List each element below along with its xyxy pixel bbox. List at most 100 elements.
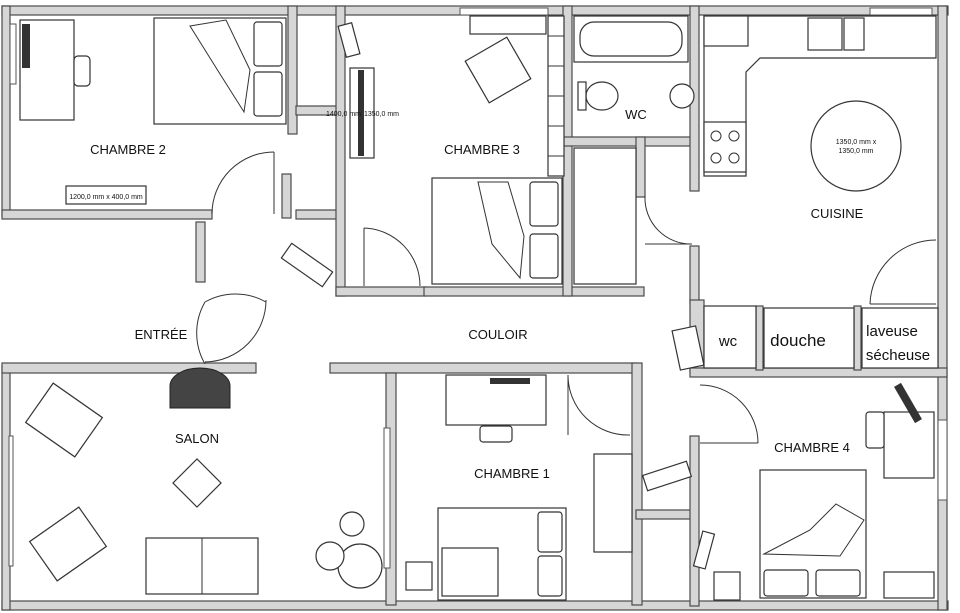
- window-salon-divider: [383, 427, 391, 569]
- wall-salon-top-right: [329, 362, 637, 374]
- window-salon-left: [8, 435, 14, 567]
- doors: [196, 21, 937, 570]
- wall-ch2-bottom: [1, 209, 213, 220]
- kitchen-sink: [807, 17, 843, 51]
- outer-wall-right: [937, 5, 948, 611]
- wall-ch3-bottom-left: [335, 286, 427, 297]
- label-secheuse: sécheuse: [866, 347, 930, 364]
- armchair-ch3: [464, 36, 532, 104]
- nightstand-ch4: [713, 571, 741, 601]
- pillow-ch4-a: [763, 569, 809, 597]
- pillow-ch3-b: [529, 233, 559, 279]
- label-wc-small: wc: [718, 333, 738, 350]
- wall-douche-left: [755, 305, 764, 371]
- label-entree: ENTRÉE: [135, 327, 188, 342]
- sink-wc: [669, 83, 695, 109]
- outer-wall-left-upper: [1, 5, 11, 217]
- windows: [8, 7, 948, 569]
- wardrobe-ch1: [593, 453, 633, 553]
- wall-entree-left: [195, 221, 206, 283]
- toilet-tank: [577, 81, 587, 111]
- dresser-ch4: [883, 571, 935, 599]
- wall-wc-bottom: [562, 136, 694, 147]
- door-ch3-small: [337, 21, 361, 59]
- door-ch1-arc: [567, 374, 631, 436]
- plant-salon-b: [315, 541, 345, 571]
- desk-ch4: [883, 411, 935, 479]
- laundry-room: [861, 307, 939, 369]
- label-chambre2: CHAMBRE 2: [90, 142, 166, 157]
- door-ch4-arc: [699, 384, 759, 444]
- label-salon: SALON: [175, 431, 219, 446]
- window-ch4-right: [937, 419, 948, 501]
- douche-room: [763, 307, 855, 369]
- label-chambre3: CHAMBRE 3: [444, 142, 520, 157]
- window-ch3-top: [459, 7, 549, 16]
- coffee-table-salon: [172, 458, 222, 508]
- wall-wc-door: [635, 136, 646, 198]
- label-douche: douche: [770, 331, 826, 350]
- plant-salon-c: [339, 511, 365, 537]
- shelf-ch3: [469, 15, 547, 35]
- wall-chambre4-top: [689, 367, 948, 378]
- pillow-ch3-a: [529, 181, 559, 227]
- closet-wc: [573, 147, 637, 285]
- table-dimension-line2: 1350,0 mm: [838, 148, 873, 155]
- door-kitchen-arc: [869, 239, 937, 305]
- wall-closet-ch1: [635, 509, 697, 520]
- door-ch2-arc: [211, 151, 275, 215]
- fireplace-salon: [169, 367, 231, 409]
- wall-ch2-bottom-right: [295, 209, 341, 220]
- pillow-ch1-a: [537, 511, 563, 553]
- outer-wall-bottom: [1, 600, 949, 611]
- pillow-ch1-b: [537, 555, 563, 597]
- armchair-salon-a: [24, 382, 104, 458]
- wall-ch3-left: [335, 5, 346, 297]
- desk-dim-box-ch2: [65, 185, 147, 205]
- closet-door-entree: [280, 242, 334, 288]
- wall-ch1-right: [631, 362, 643, 606]
- table-dimension-line1: 1350,0 mm x: [836, 139, 877, 146]
- furniture-chambre4: [713, 469, 935, 601]
- plant-salon: [337, 543, 383, 589]
- wall-laveuse-left: [853, 305, 862, 371]
- wall-ch2-right: [287, 5, 298, 135]
- room-labels: CHAMBRE 2 CHAMBRE 3 WC CUISINE ENTRÉE CO…: [90, 107, 930, 481]
- window-ch2-left: [9, 23, 17, 85]
- monitor-ch2: [22, 24, 30, 68]
- wc-small-room: [703, 305, 757, 369]
- wall-closet: [281, 173, 292, 219]
- dining-table: [810, 100, 902, 192]
- wall-ch4-left: [689, 435, 700, 607]
- fixtures-kitchen: 1350,0 mm x 1350,0 mm: [703, 15, 939, 479]
- door-entree-arc: [196, 301, 206, 365]
- desk-dimension-ch2: 1200,0 mm x 400,0 mm: [69, 194, 143, 201]
- label-wc-top: WC: [625, 107, 647, 122]
- wall-kitchen-left: [689, 245, 700, 305]
- blanket-ch2: [189, 19, 251, 114]
- label-cuisine: CUISINE: [811, 206, 864, 221]
- closet-door-ch1: [641, 460, 693, 492]
- pillow-ch2-a: [253, 21, 283, 67]
- chair-ch2: [73, 55, 91, 87]
- kitchen-counter: [703, 15, 937, 177]
- tv-ch3: [358, 70, 364, 156]
- label-couloir: COULOIR: [468, 327, 527, 342]
- nightstand-ch1: [405, 561, 433, 591]
- label-laveuse: laveuse: [866, 323, 918, 340]
- door-entree-arc2: [204, 299, 267, 363]
- tv-dimension-b: 1350,0 mm: [364, 111, 399, 118]
- tv-dimension-a: 1400,0 mm: [326, 111, 361, 118]
- chair-ch1: [479, 425, 513, 443]
- door-ch3-arc: [363, 227, 421, 287]
- blanket-ch4: [762, 503, 865, 557]
- label-chambre4: CHAMBRE 4: [774, 440, 850, 455]
- pillow-ch4-b: [815, 569, 861, 597]
- stove: [703, 121, 747, 173]
- monitor-ch4: [894, 382, 922, 424]
- door-wc-small: [671, 325, 705, 371]
- blanket-ch3: [477, 181, 525, 280]
- door-wc-arc: [644, 195, 693, 245]
- window-kitchen-top: [869, 7, 933, 16]
